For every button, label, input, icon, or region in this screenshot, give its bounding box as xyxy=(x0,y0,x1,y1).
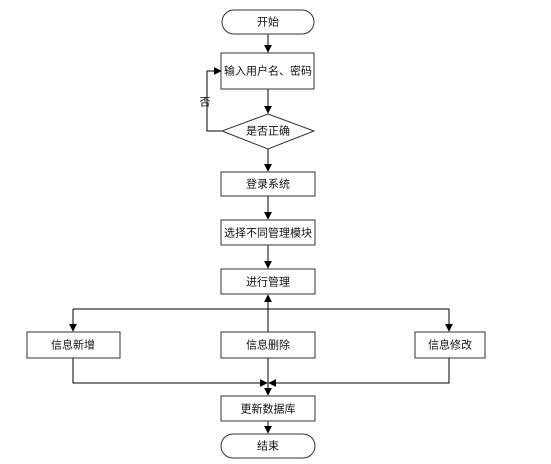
process-add xyxy=(26,331,121,359)
node-add-label: 信息新增 xyxy=(51,338,95,352)
edge-add-merge xyxy=(72,358,268,387)
node-start: 开始 xyxy=(221,9,315,35)
node-delete-label: 信息删除 xyxy=(246,338,290,352)
node-select-label: 选择不同管理模块 xyxy=(224,226,312,240)
node-input: 输入用户名、密码 xyxy=(220,52,315,90)
node-end-label: 结束 xyxy=(257,440,279,453)
node-end: 结束 xyxy=(220,433,316,459)
process-input xyxy=(220,52,315,90)
node-start-label: 开始 xyxy=(257,15,279,29)
process-update xyxy=(220,395,316,422)
decision-check xyxy=(220,113,316,150)
node-update: 更新数据库 xyxy=(220,395,316,422)
node-manage-label: 进行管理 xyxy=(246,275,290,289)
node-update-label: 更新数据库 xyxy=(241,402,296,416)
edges xyxy=(69,34,453,434)
process-modify xyxy=(414,331,486,359)
node-modify-label: 信息修改 xyxy=(428,338,472,352)
node-select: 选择不同管理模块 xyxy=(220,219,316,246)
node-manage: 进行管理 xyxy=(220,268,316,295)
node-input-label: 输入用户名、密码 xyxy=(224,64,312,78)
process-delete xyxy=(220,331,316,359)
node-check: 是否正确 xyxy=(220,113,316,150)
node-check-label: 是否正确 xyxy=(246,125,290,138)
node-delete: 信息删除 xyxy=(220,331,316,359)
terminator-end xyxy=(220,433,316,459)
edge-check-no-input xyxy=(206,67,222,132)
node-login: 登录系统 xyxy=(220,171,316,197)
edge-modify-merge xyxy=(268,358,450,387)
node-login-label: 登录系统 xyxy=(246,177,290,191)
node-modify: 信息修改 xyxy=(414,331,486,359)
terminator-start xyxy=(221,9,315,35)
process-manage xyxy=(220,268,316,295)
node-add: 信息新增 xyxy=(26,331,121,359)
process-login xyxy=(220,171,316,197)
process-select xyxy=(220,219,316,246)
edge-label-no: 否 xyxy=(200,96,211,109)
